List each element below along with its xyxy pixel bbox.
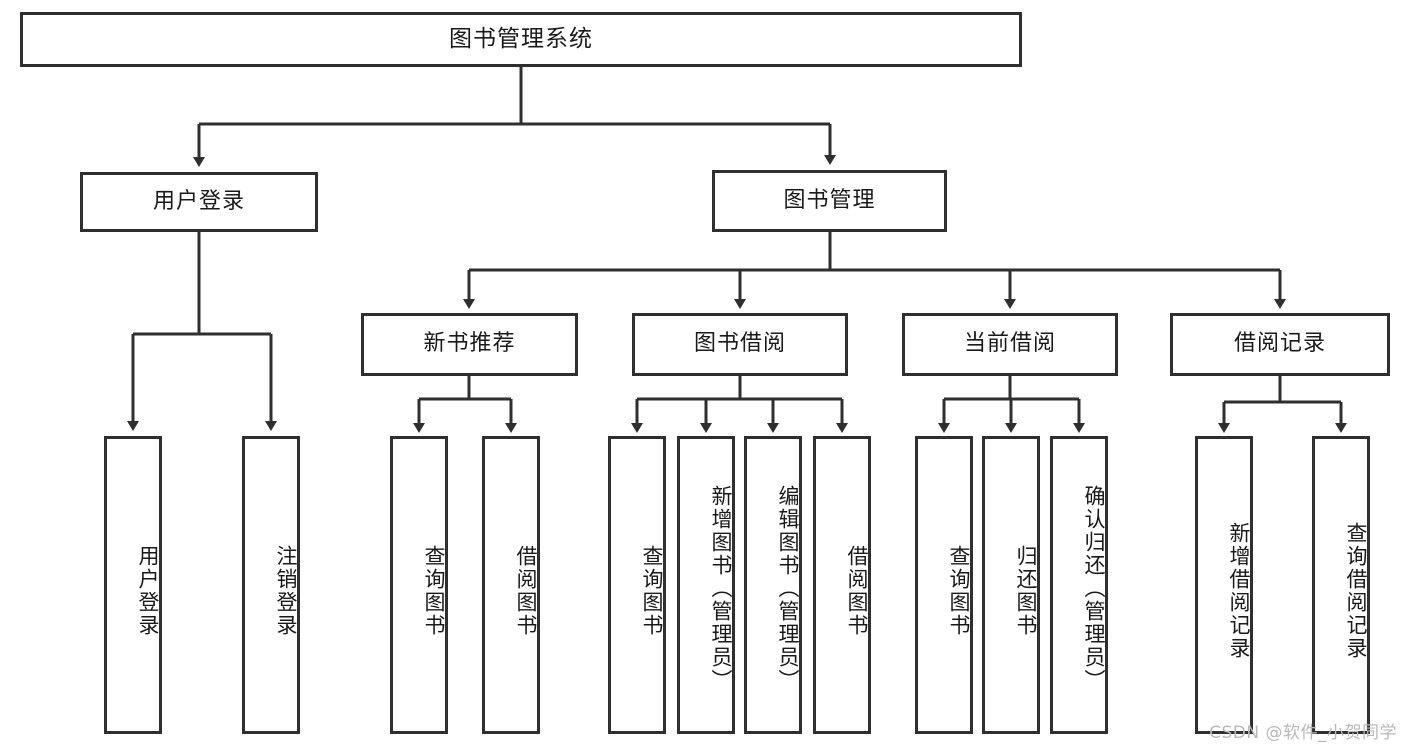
node-leaf-recommend-query-book[interactable]: 查询图书 bbox=[390, 436, 448, 734]
node-root-label: 图书管理系统 bbox=[449, 25, 593, 52]
node-leaf-user-login[interactable]: 用户登录 bbox=[104, 436, 162, 734]
node-book-borrow[interactable]: 图书借阅 bbox=[632, 313, 848, 376]
node-book-borrow-label: 图书借阅 bbox=[693, 331, 786, 357]
node-leaf-borrow-book-label: 借阅图书 bbox=[845, 545, 869, 637]
node-leaf-confirm-return-admin-label: 确认归还（管理员） bbox=[1082, 484, 1106, 692]
node-new-book-recommend[interactable]: 新书推荐 bbox=[361, 313, 578, 376]
node-leaf-add-borrow-record-label: 新增借阅记录 bbox=[1227, 522, 1251, 660]
node-leaf-current-query-book[interactable]: 查询图书 bbox=[915, 436, 973, 734]
node-root[interactable]: 图书管理系统 bbox=[20, 12, 1022, 67]
node-leaf-borrow-query-book-label: 查询图书 bbox=[640, 545, 664, 637]
node-leaf-logout-label: 注销登录 bbox=[274, 545, 298, 637]
node-current-borrow-label: 当前借阅 bbox=[963, 331, 1056, 357]
node-leaf-recommend-borrow-book[interactable]: 借阅图书 bbox=[482, 436, 540, 734]
node-leaf-add-book-admin-label: 新增图书（管理员） bbox=[709, 484, 733, 692]
node-leaf-add-borrow-record[interactable]: 新增借阅记录 bbox=[1195, 436, 1253, 734]
node-leaf-user-login-label: 用户登录 bbox=[136, 545, 160, 637]
node-book-manage-label: 图书管理 bbox=[783, 187, 876, 213]
node-leaf-borrow-query-book[interactable]: 查询图书 bbox=[608, 436, 666, 734]
node-leaf-current-query-book-label: 查询图书 bbox=[947, 545, 971, 637]
node-leaf-borrow-book[interactable]: 借阅图书 bbox=[813, 436, 871, 734]
node-current-borrow[interactable]: 当前借阅 bbox=[902, 313, 1118, 376]
node-leaf-logout[interactable]: 注销登录 bbox=[242, 436, 300, 734]
node-leaf-query-borrow-record[interactable]: 查询借阅记录 bbox=[1312, 436, 1370, 734]
node-leaf-edit-book-admin[interactable]: 编辑图书（管理员） bbox=[744, 436, 802, 734]
node-book-manage[interactable]: 图书管理 bbox=[712, 170, 947, 232]
node-borrow-record-label: 借阅记录 bbox=[1233, 331, 1326, 357]
node-leaf-return-book[interactable]: 归还图书 bbox=[982, 436, 1040, 734]
node-leaf-add-book-admin[interactable]: 新增图书（管理员） bbox=[677, 436, 735, 734]
node-leaf-recommend-borrow-book-label: 借阅图书 bbox=[514, 545, 538, 637]
node-user-login[interactable]: 用户登录 bbox=[80, 172, 318, 232]
node-user-login-label: 用户登录 bbox=[152, 188, 245, 214]
node-leaf-edit-book-admin-label: 编辑图书（管理员） bbox=[776, 484, 800, 692]
node-leaf-recommend-query-book-label: 查询图书 bbox=[422, 545, 446, 637]
node-leaf-confirm-return-admin[interactable]: 确认归还（管理员） bbox=[1050, 436, 1108, 734]
node-leaf-return-book-label: 归还图书 bbox=[1014, 545, 1038, 637]
node-leaf-query-borrow-record-label: 查询借阅记录 bbox=[1344, 522, 1368, 660]
node-new-book-recommend-label: 新书推荐 bbox=[423, 331, 516, 357]
node-borrow-record[interactable]: 借阅记录 bbox=[1170, 313, 1390, 376]
